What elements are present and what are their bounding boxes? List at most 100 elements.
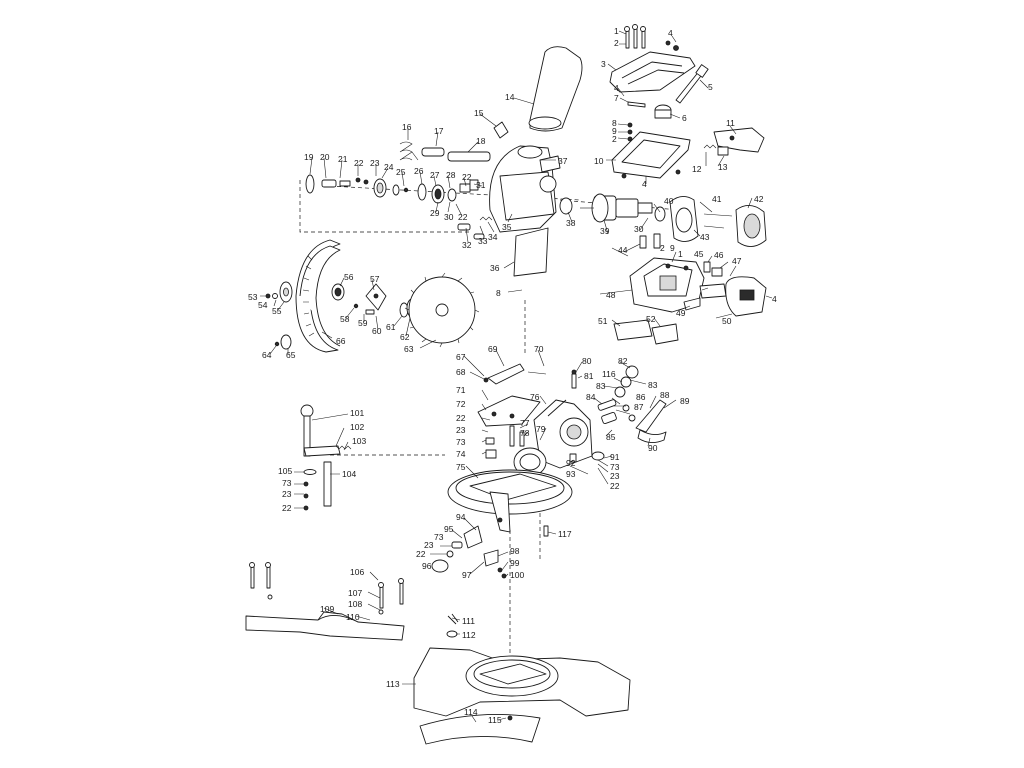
callout-27: 27 bbox=[430, 170, 440, 180]
callout-30: 30 bbox=[634, 224, 644, 234]
callout-100: 100 bbox=[510, 570, 524, 580]
callout-36: 36 bbox=[490, 263, 500, 273]
callout-23: 23 bbox=[456, 425, 466, 435]
callout-34: 34 bbox=[488, 232, 498, 242]
callout-56: 56 bbox=[344, 272, 354, 282]
callout-30: 30 bbox=[444, 212, 454, 222]
callout-22: 22 bbox=[462, 172, 472, 182]
callout-42: 42 bbox=[754, 194, 764, 204]
callout-55: 55 bbox=[272, 306, 282, 316]
callout-32: 32 bbox=[462, 240, 472, 250]
callout-4: 4 bbox=[772, 294, 777, 304]
callout-9: 9 bbox=[670, 243, 675, 253]
callout-69: 69 bbox=[488, 344, 498, 354]
callout-54: 54 bbox=[258, 300, 268, 310]
callout-23: 23 bbox=[424, 540, 434, 550]
callout-89: 89 bbox=[680, 396, 690, 406]
callout-96: 96 bbox=[422, 561, 432, 571]
callout-28: 28 bbox=[446, 170, 456, 180]
callout-71: 71 bbox=[456, 385, 466, 395]
callout-88: 88 bbox=[660, 390, 670, 400]
callout-117: 117 bbox=[558, 529, 572, 539]
callout-29: 29 bbox=[430, 208, 440, 218]
callout-22: 22 bbox=[456, 413, 466, 423]
callout-25: 25 bbox=[396, 167, 406, 177]
callout-115: 115 bbox=[488, 715, 502, 725]
callout-2: 2 bbox=[612, 134, 617, 144]
callout-65: 65 bbox=[286, 350, 296, 360]
gear-shaft-components bbox=[305, 174, 493, 240]
callout-75: 75 bbox=[456, 462, 466, 472]
callout-91: 91 bbox=[610, 452, 620, 462]
callout-38: 38 bbox=[566, 218, 576, 228]
callout-73: 73 bbox=[610, 462, 620, 472]
turntable bbox=[431, 469, 573, 579]
callout-12: 12 bbox=[692, 164, 702, 174]
callout-13: 13 bbox=[718, 162, 728, 172]
callout-78: 78 bbox=[520, 428, 530, 438]
callout-67: 67 bbox=[456, 352, 466, 362]
callout-61: 61 bbox=[386, 322, 396, 332]
callout-105: 105 bbox=[278, 466, 292, 476]
callout-110: 110 bbox=[346, 612, 360, 622]
callout-83: 83 bbox=[648, 380, 658, 390]
callout-50: 50 bbox=[722, 316, 732, 326]
callout-82: 82 bbox=[618, 356, 628, 366]
callout-76: 76 bbox=[530, 392, 540, 402]
callout-21: 21 bbox=[338, 154, 348, 164]
callout-104: 104 bbox=[342, 469, 356, 479]
callout-113: 113 bbox=[386, 679, 400, 689]
callout-72: 72 bbox=[456, 399, 466, 409]
callout-48: 48 bbox=[606, 290, 616, 300]
callout-43: 43 bbox=[700, 232, 710, 242]
callout-59: 59 bbox=[358, 318, 368, 328]
callout-45: 45 bbox=[694, 249, 704, 259]
callout-6: 6 bbox=[682, 113, 687, 123]
callout-108: 108 bbox=[348, 599, 362, 609]
callout-47: 47 bbox=[732, 256, 742, 266]
handle-assembly bbox=[609, 24, 765, 179]
callout-3: 3 bbox=[601, 59, 606, 69]
callout-49: 49 bbox=[676, 308, 686, 318]
callout-68: 68 bbox=[456, 367, 466, 377]
part-number-callouts: 1 2 3 4 5 4 7 6 8 9 2 10 4 11 12 13 14 1… bbox=[248, 26, 777, 725]
callout-98: 98 bbox=[510, 546, 520, 556]
callout-22: 22 bbox=[416, 549, 426, 559]
callout-77: 77 bbox=[520, 418, 530, 428]
callout-70: 70 bbox=[534, 344, 544, 354]
callout-114: 114 bbox=[464, 707, 478, 717]
motor-assembly bbox=[513, 193, 767, 277]
callout-73: 73 bbox=[456, 437, 466, 447]
hold-down-clamp bbox=[300, 404, 352, 511]
callout-46: 46 bbox=[714, 250, 724, 260]
callout-19: 19 bbox=[304, 152, 314, 162]
callout-93: 93 bbox=[566, 469, 576, 479]
callout-40: 40 bbox=[664, 196, 674, 206]
callout-90: 90 bbox=[648, 443, 658, 453]
callout-81: 81 bbox=[584, 371, 594, 381]
callout-63: 63 bbox=[404, 344, 414, 354]
callout-44: 44 bbox=[618, 245, 628, 255]
callout-86: 86 bbox=[636, 392, 646, 402]
callout-1: 1 bbox=[614, 26, 619, 36]
callout-85: 85 bbox=[606, 432, 616, 442]
callout-18: 18 bbox=[476, 136, 486, 146]
callout-79: 79 bbox=[536, 424, 546, 434]
callout-112: 112 bbox=[462, 630, 476, 640]
callout-106: 106 bbox=[350, 567, 364, 577]
callout-4: 4 bbox=[668, 28, 673, 38]
callout-73: 73 bbox=[282, 478, 292, 488]
callout-10: 10 bbox=[594, 156, 604, 166]
base-assembly bbox=[413, 613, 631, 745]
blade-and-guard-assembly bbox=[265, 239, 480, 353]
callout-22: 22 bbox=[354, 158, 364, 168]
callout-8: 8 bbox=[612, 118, 617, 128]
callout-66: 66 bbox=[336, 336, 346, 346]
fence-assembly bbox=[245, 562, 405, 641]
callout-23: 23 bbox=[610, 471, 620, 481]
callout-20: 20 bbox=[320, 152, 330, 162]
callout-111: 111 bbox=[462, 616, 475, 626]
callout-7: 7 bbox=[614, 93, 619, 103]
callout-84: 84 bbox=[586, 392, 596, 402]
